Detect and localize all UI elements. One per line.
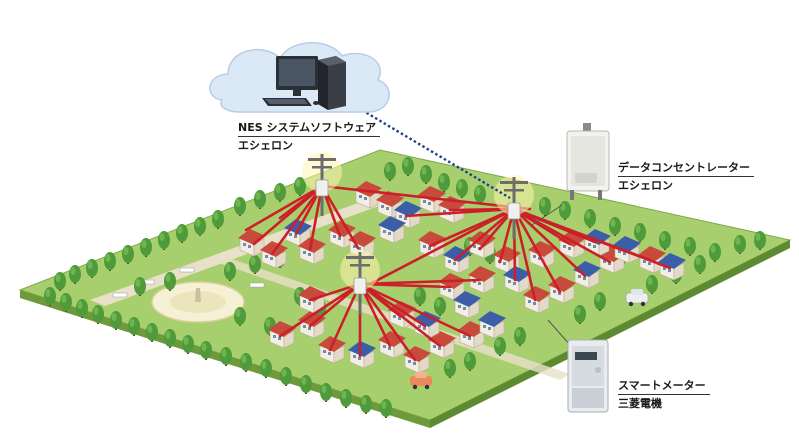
smart-meter-label-vendor: 三菱電機 xyxy=(618,397,662,410)
utility-pole-icon xyxy=(302,152,342,216)
house-icon xyxy=(378,216,406,244)
tree-icon xyxy=(158,231,170,250)
tree-icon xyxy=(340,389,352,408)
tree-icon xyxy=(164,272,176,291)
tree-icon xyxy=(76,299,88,318)
tree-icon xyxy=(110,311,122,330)
trees xyxy=(44,157,766,418)
tree-icon xyxy=(734,235,746,254)
uplink-line xyxy=(344,98,511,200)
tree-icon xyxy=(176,224,188,243)
smart-meter-label-title: スマートメーター xyxy=(618,378,710,395)
tree-icon xyxy=(456,179,468,198)
tree-icon xyxy=(474,185,486,204)
house-icon xyxy=(453,291,481,319)
tree-icon xyxy=(44,287,56,306)
utility-poles xyxy=(302,152,534,314)
tree-icon xyxy=(380,399,392,418)
tree-icon xyxy=(280,367,292,386)
tree-icon xyxy=(254,190,266,209)
tree-icon xyxy=(240,353,252,372)
tree-icon xyxy=(104,252,116,271)
tree-icon xyxy=(300,375,312,394)
tree-icon xyxy=(134,277,146,296)
tree-icon xyxy=(320,383,332,402)
tree-icon xyxy=(646,275,658,294)
park-plaza xyxy=(112,267,265,323)
tree-icon xyxy=(464,352,476,371)
nes-label-vendor: エシェロン xyxy=(238,139,293,152)
tree-icon xyxy=(182,335,194,354)
smart-meter-label: スマートメーター 三菱電機 xyxy=(618,378,710,412)
nes-label-title: NES システムソフトウェア xyxy=(238,120,381,137)
tree-icon xyxy=(420,165,432,184)
tree-icon xyxy=(92,305,104,324)
house-icon xyxy=(478,311,506,339)
tree-icon xyxy=(140,238,152,257)
data-concentrator-label-vendor: エシェロン xyxy=(618,179,673,192)
tree-icon xyxy=(260,359,272,378)
tree-icon xyxy=(609,217,621,236)
house-icon xyxy=(443,246,471,274)
tree-icon xyxy=(684,237,696,256)
data-concentrator-icon xyxy=(531,123,610,226)
car-icon xyxy=(625,289,649,307)
tree-icon xyxy=(434,297,446,316)
utility-pole-icon xyxy=(494,175,534,239)
tree-icon xyxy=(694,255,706,274)
tree-icon xyxy=(754,231,766,250)
tree-icon xyxy=(146,323,158,342)
tree-icon xyxy=(514,327,526,346)
tree-icon xyxy=(194,217,206,236)
tree-icon xyxy=(200,341,212,360)
tree-icon xyxy=(294,177,306,196)
tree-icon xyxy=(224,262,236,281)
tree-icon xyxy=(234,307,246,326)
tree-icon xyxy=(659,231,671,250)
computer-icon xyxy=(262,56,346,110)
tree-icon xyxy=(414,287,426,306)
tree-icon xyxy=(574,305,586,324)
tree-icon xyxy=(128,317,140,336)
car-icon xyxy=(410,372,432,390)
tree-icon xyxy=(60,293,72,312)
tree-icon xyxy=(634,223,646,242)
utility-pole-icon xyxy=(340,250,380,314)
house-icon xyxy=(548,276,576,304)
tree-icon xyxy=(402,157,414,176)
house-icon xyxy=(523,286,551,314)
tree-icon xyxy=(594,292,606,311)
tree-icon xyxy=(54,272,66,291)
tree-icon xyxy=(249,255,261,274)
smart-meter-icon xyxy=(547,319,609,413)
tree-icon xyxy=(212,210,224,229)
tree-icon xyxy=(584,209,596,228)
tree-icon xyxy=(220,347,232,366)
data-concentrator-label-title: データコンセントレーター xyxy=(618,160,754,177)
tree-icon xyxy=(164,329,176,348)
tree-icon xyxy=(234,197,246,216)
tree-icon xyxy=(360,395,372,414)
data-concentrator-label: データコンセントレーター エシェロン xyxy=(618,160,754,194)
tree-icon xyxy=(438,173,450,192)
nes-label: NES システムソフトウェア エシェロン xyxy=(238,120,381,154)
tree-icon xyxy=(69,265,81,284)
tree-icon xyxy=(444,359,456,378)
tree-icon xyxy=(384,162,396,181)
tree-icon xyxy=(274,183,286,202)
mesh-network-links xyxy=(244,184,672,362)
tree-icon xyxy=(122,245,134,264)
tree-icon xyxy=(709,243,721,262)
tree-icon xyxy=(86,259,98,278)
tree-icon xyxy=(494,337,506,356)
tree-icon xyxy=(539,197,551,216)
